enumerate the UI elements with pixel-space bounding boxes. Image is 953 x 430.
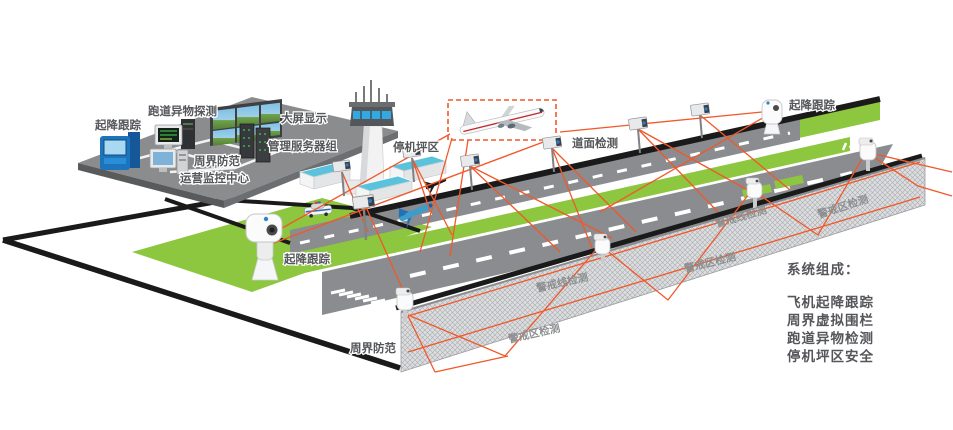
label-apron-area: 停机坪区 (393, 140, 439, 154)
label-mgmt-servers: 管理服务器组 (268, 139, 337, 153)
box-camera-6 (628, 116, 648, 154)
fence-camera-right (745, 177, 763, 208)
box-camera-4 (460, 153, 480, 191)
label-takeoff-tracking-left: 起降跟踪 (94, 118, 141, 132)
airfield (2, 96, 923, 371)
tower-antennas (355, 80, 388, 102)
ptz-camera-large (245, 213, 283, 281)
runway-centerline (409, 171, 853, 278)
control-tower (343, 80, 395, 195)
system-composition-panel: 系统组成： 飞机起降跟踪 周界虚拟围栏 跑道异物检测 停机坪区安全 (787, 261, 874, 365)
server-racks (239, 123, 271, 163)
box-camera-5 (542, 135, 562, 173)
perimeter-fence (400, 157, 926, 373)
label-pavement-detection: 道面检测 (572, 136, 618, 150)
box-cameras (332, 102, 710, 241)
fence-camera-mid (593, 233, 611, 264)
flying-airliner (459, 105, 545, 135)
fod-workstation (154, 119, 195, 149)
takeoff-tracking-zone (447, 99, 557, 141)
fence-cameras (395, 137, 877, 322)
runway-threshold-left (330, 288, 402, 309)
box-camera-2 (402, 145, 421, 183)
fence-camera-corner-right (858, 137, 877, 171)
ptz-camera-right (761, 99, 783, 135)
label-perimeter-bottom: 周界防范 (350, 341, 396, 355)
fence-top-rail (400, 157, 926, 313)
box-camera-3 (351, 194, 375, 241)
platform-top (78, 97, 398, 201)
tracking-kiosk (100, 132, 140, 170)
system-panel-item: 周界虚拟围栏 (787, 312, 874, 329)
perimeter-roads (2, 96, 923, 371)
label-perimeter-top: 周界防范 (194, 154, 240, 168)
label-takeoff-tracking-mid: 起降跟踪 (283, 252, 330, 266)
diagram-labels: 起降跟踪 跑道异物探测 大屏显示 管理服务器组 周界防范 运营监控中心 停机坪区… (93, 97, 870, 357)
system-panel-title: 系统组成： (787, 261, 860, 278)
box-camera-7 (690, 102, 710, 139)
label-big-screen: 大屏显示 (281, 111, 327, 125)
platform-side-front (78, 163, 224, 208)
taxiway (290, 116, 800, 254)
label-takeoff-tracking-right: 起降跟踪 (788, 98, 835, 112)
label-ops-center: 运营监控中心 (180, 171, 249, 185)
system-panel-item: 跑道异物检测 (787, 330, 874, 347)
box-camera-1 (332, 159, 351, 197)
runway-green-mark-2 (774, 175, 804, 189)
taxiway-centerline (299, 131, 791, 245)
perimeter-workstation (149, 148, 189, 175)
system-panel-item: 飞机起降跟踪 (787, 294, 874, 311)
detection-lines (267, 111, 953, 373)
label-runway-fod: 跑道异物探测 (148, 104, 217, 118)
system-panel-item: 停机坪区安全 (787, 348, 874, 365)
fence-camera-corner (395, 287, 414, 322)
